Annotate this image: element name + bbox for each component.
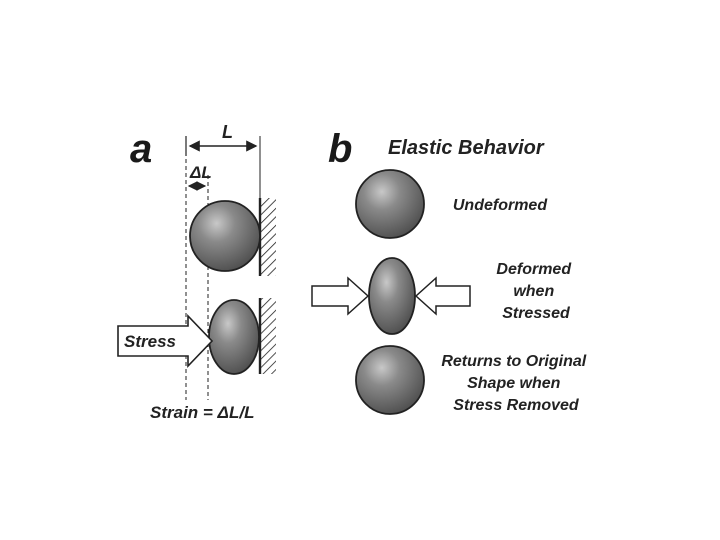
wall-bottom xyxy=(258,298,276,374)
ball-b-deformed xyxy=(368,257,416,335)
length-label: L xyxy=(222,122,233,142)
ball-undeformed xyxy=(189,200,261,272)
panel-a: a L ΔL Stress Strain = ΔL/L xyxy=(117,122,276,422)
ball-b-undeformed xyxy=(355,169,425,239)
state-label-undeformed: Undeformed xyxy=(453,197,548,214)
compression-arrow-left xyxy=(311,276,370,316)
panel-b-title: Elastic Behavior xyxy=(388,137,545,159)
wall-top xyxy=(258,198,276,276)
panel-a-letter: a xyxy=(130,127,152,171)
stress-arrow xyxy=(117,314,214,368)
state-label-deformed-line-2: when xyxy=(513,283,554,300)
strain-formula: Strain = ΔL/L xyxy=(150,403,254,422)
stress-label: Stress xyxy=(124,332,176,351)
state-label-returns: Returns to Original Shape when Stress Re… xyxy=(441,353,590,414)
state-label-returns-line-2: Shape when xyxy=(467,375,561,392)
state-label-returns-line-3: Stress Removed xyxy=(453,397,580,414)
panel-b-letter: b xyxy=(328,127,352,171)
compression-arrow-right xyxy=(414,276,471,316)
state-label-deformed: Deformed when Stressed xyxy=(496,261,575,322)
panel-b: b Elastic Behavior Undeformed Deformed w… xyxy=(311,127,590,415)
ball-compressed xyxy=(208,299,260,375)
ball-b-recovered xyxy=(355,345,425,415)
state-label-deformed-line-1: Deformed xyxy=(496,261,572,278)
delta-length-label: ΔL xyxy=(189,163,212,182)
state-label-deformed-line-3: Stressed xyxy=(502,305,571,322)
state-label-returns-line-1: Returns to Original xyxy=(441,353,586,370)
state-label-undeformed-line: Undeformed xyxy=(453,197,548,214)
